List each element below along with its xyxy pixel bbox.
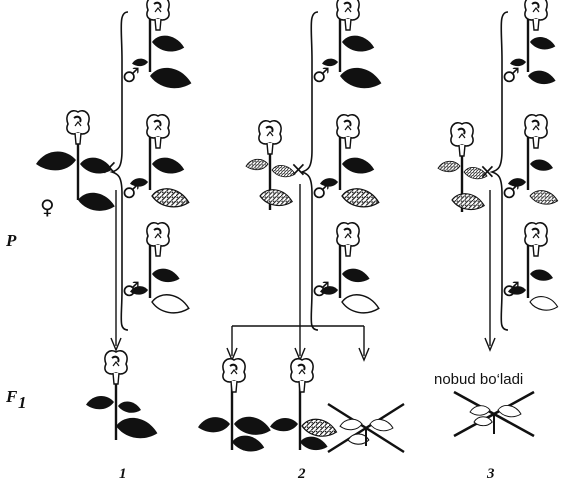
male-parent-plant (322, 0, 381, 88)
offspring-plant (86, 351, 157, 440)
cross-number: 3 (486, 466, 495, 482)
filial-generation-subscript: 1 (18, 393, 27, 412)
male-symbol: ♂ (502, 179, 520, 203)
male-symbol: ♂ (502, 277, 520, 301)
cross-3: × ♂ ♂ ♂ nobud bo‘ladi (434, 0, 558, 482)
female-parent-plant (246, 121, 295, 210)
filial-generation-label: F (5, 387, 18, 406)
cross-number: 1 (119, 466, 127, 482)
male-symbol: ♂ (312, 277, 330, 301)
male-symbol: ♂ (122, 179, 140, 203)
male-symbol: ♂ (312, 179, 330, 203)
male-symbol: ♂ (122, 63, 140, 87)
lethal-note: nobud bo‘ladi (434, 371, 523, 388)
cross-symbol: × (290, 157, 307, 181)
male-parent-plant (132, 0, 191, 88)
parent-generation-label: P (5, 231, 17, 250)
male-symbol: ♂ (502, 63, 520, 87)
male-symbol: ♂ (312, 63, 330, 87)
offspring-plant (270, 359, 337, 450)
female-symbol: ♀ (40, 195, 55, 219)
cross-2: × ♂ ♂ ♂ (198, 0, 404, 482)
cross-symbol: × (101, 155, 118, 179)
cross-number: 2 (297, 466, 306, 482)
offspring-plant (198, 359, 271, 452)
lethal-seedling (454, 392, 534, 436)
cross-1: ♀ × ♂ ♂ ♂ (36, 0, 191, 482)
male-symbol: ♂ (122, 277, 140, 301)
lethal-seedling (328, 404, 404, 452)
